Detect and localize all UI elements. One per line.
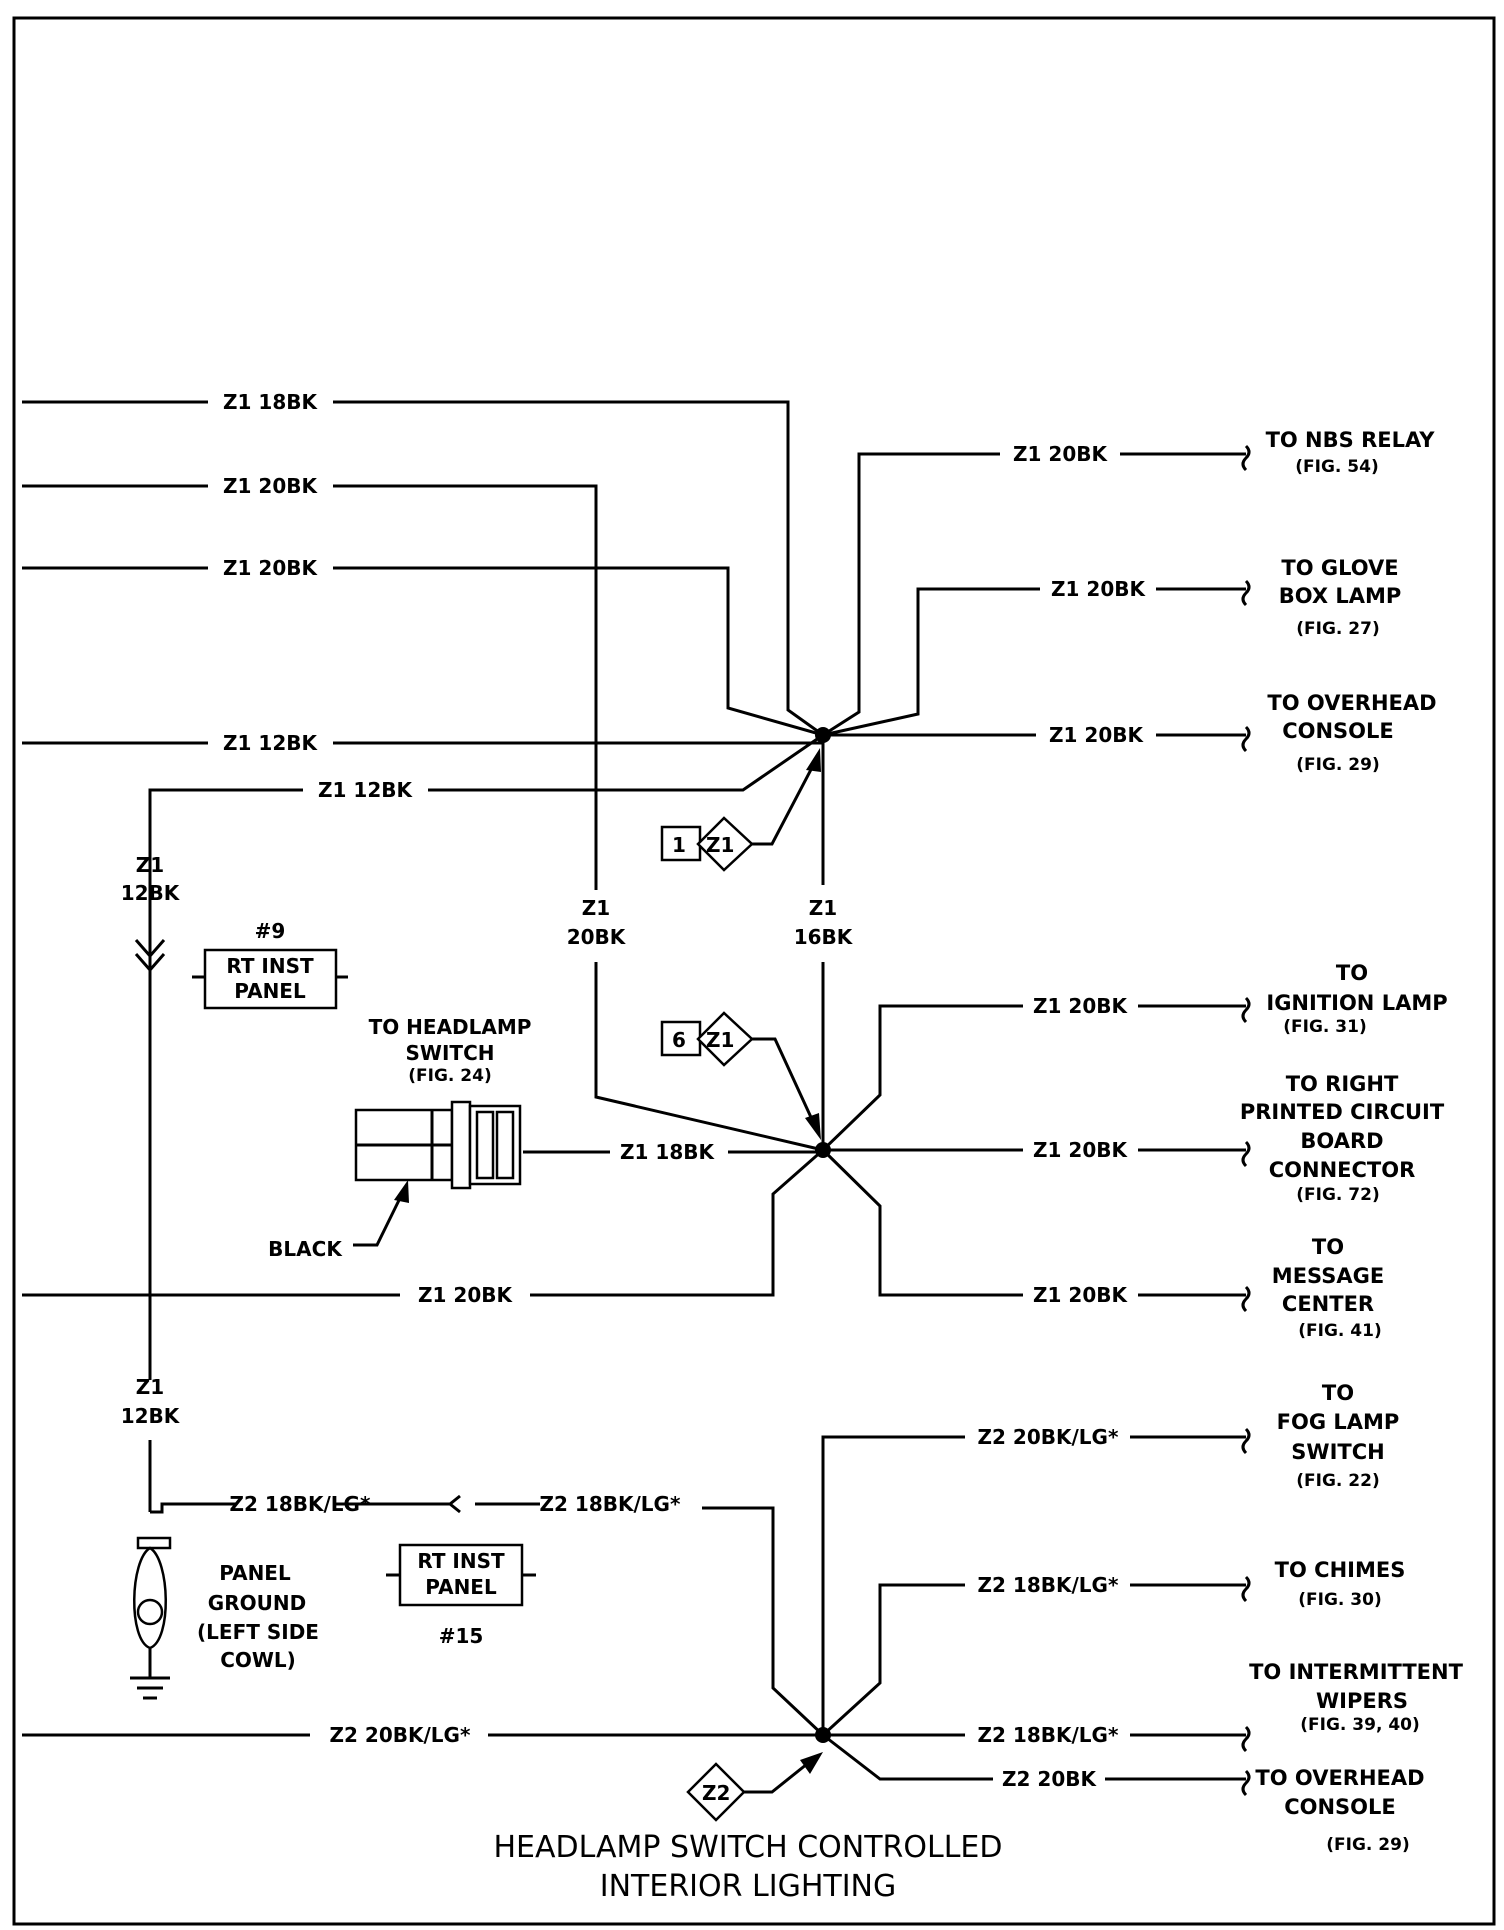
- wire-label-z2-18bk-lg-ground: Z2 18BK/LG*: [230, 1492, 371, 1516]
- diagram-title-line2: INTERIOR LIGHTING: [600, 1869, 896, 1904]
- splice-1-wiring: [22, 400, 1246, 1380]
- dest-ignition-1: TO: [1336, 961, 1368, 985]
- wire-label-z1-20bk-pcb: Z1 20BK: [1033, 1138, 1128, 1162]
- wire-label-z1-20bk-overhead: Z1 20BK: [1049, 723, 1144, 747]
- splice-1: [815, 727, 831, 743]
- dest-wipers-3: (FIG. 39, 40): [1300, 1715, 1420, 1735]
- wire-label-12bk-lower-left: 12BK: [121, 1404, 181, 1428]
- splice-ref-z2: Z2: [686, 1752, 823, 1822]
- dest-overhead-1-1: TO OVERHEAD: [1267, 691, 1436, 715]
- splice-ref-z2-code: Z2: [702, 1781, 730, 1805]
- connector-15-line2: PANEL: [425, 1575, 497, 1599]
- dest-fog-4: (FIG. 22): [1296, 1471, 1379, 1491]
- panel-ground-symbol: [130, 1494, 540, 1700]
- destination-braces: [1241, 444, 1251, 1797]
- wire-label-z2-20bk-overhead: Z2 20BK: [1002, 1767, 1097, 1791]
- diagram-border: [12, 16, 1496, 1926]
- dest-message-1: TO: [1312, 1235, 1344, 1259]
- wire-label-z1-20bk-ignition: Z1 20BK: [1033, 994, 1128, 1018]
- wire-label-z2-18bk-lg-chimes: Z2 18BK/LG*: [978, 1573, 1119, 1597]
- dest-pcb-2: PRINTED CIRCUIT: [1240, 1100, 1445, 1124]
- wire-label-16bk-splice-vertical: 16BK: [794, 925, 854, 949]
- dest-overhead-2-3: (FIG. 29): [1326, 1835, 1409, 1855]
- dest-message-4: (FIG. 41): [1298, 1321, 1381, 1341]
- connector-15: [386, 1543, 536, 1607]
- ground-label-1: PANEL: [219, 1561, 291, 1585]
- black-label: BLACK: [268, 1237, 343, 1261]
- wire-label-z2-18bk-lg-mid: Z2 18BK/LG*: [540, 1492, 681, 1516]
- headlamp-switch-line2: SWITCH: [406, 1041, 495, 1065]
- splice-ref-1: 1 Z1: [660, 748, 821, 872]
- splice-ref-1-num: 1: [672, 833, 686, 857]
- dest-glove-box-1: TO GLOVE: [1281, 556, 1398, 580]
- splice-ref-6: 6 Z1: [660, 1011, 821, 1140]
- wire-label-z1-18bk-top: Z1 18BK: [223, 390, 318, 414]
- dest-wipers-1: TO INTERMITTENT: [1249, 1660, 1463, 1684]
- ground-label-4: COWL): [220, 1648, 296, 1672]
- dest-message-3: CENTER: [1282, 1292, 1374, 1316]
- dest-pcb-3: BOARD: [1300, 1129, 1383, 1153]
- connector-9-line1: RT INST: [226, 954, 314, 978]
- connector-9-line2: PANEL: [234, 979, 306, 1003]
- headlamp-switch-line1: TO HEADLAMP: [369, 1015, 532, 1039]
- dest-chimes-1: TO CHIMES: [1275, 1558, 1406, 1582]
- splice-ref-6-num: 6: [672, 1028, 686, 1052]
- splice-ref-6-code: Z1: [706, 1028, 734, 1052]
- wire-label-z1-20bk-left-bottom: Z1 20BK: [418, 1283, 513, 1307]
- wire-label-z1-20bk-glove: Z1 20BK: [1051, 577, 1146, 601]
- dest-fog-1: TO: [1322, 1381, 1354, 1405]
- dest-pcb-4: CONNECTOR: [1269, 1158, 1416, 1182]
- diagram-title-line1: HEADLAMP SWITCH CONTROLLED: [493, 1830, 1002, 1865]
- wire-label-12bk-left-vertical: 12BK: [121, 881, 181, 905]
- connector-9-number: #9: [255, 919, 286, 943]
- splice-ref-1-code: Z1: [706, 833, 734, 857]
- wire-label-z1-left-vertical: Z1: [136, 853, 164, 877]
- wire-label-z1-20bk-b: Z1 20BK: [223, 556, 318, 580]
- dest-overhead-2-2: CONSOLE: [1284, 1795, 1396, 1819]
- dest-overhead-2-1: TO OVERHEAD: [1255, 1766, 1424, 1790]
- dest-fog-2: FOG LAMP: [1277, 1410, 1400, 1434]
- wire-label-z1-mid-vertical: Z1: [582, 896, 610, 920]
- dest-glove-box-3: (FIG. 27): [1296, 619, 1379, 639]
- wire-label-z1-12bk-a: Z1 12BK: [223, 731, 318, 755]
- wire-label-z1-18bk-headlamp: Z1 18BK: [620, 1140, 715, 1164]
- headlamp-switch-line3: (FIG. 24): [408, 1066, 491, 1086]
- dest-glove-box-2: BOX LAMP: [1279, 584, 1402, 608]
- dest-ignition-2: IGNITION LAMP: [1266, 991, 1447, 1015]
- wire-label-z1-20bk-nbs: Z1 20BK: [1013, 442, 1108, 466]
- wire-label-20bk-mid-vertical: 20BK: [567, 925, 627, 949]
- headlamp-switch-connector: [353, 1100, 522, 1247]
- splice-3-wiring: [22, 1435, 1246, 1781]
- wire-label-z1-20bk-a: Z1 20BK: [223, 474, 318, 498]
- connector-15-line1: RT INST: [417, 1549, 505, 1573]
- wire-label-z2-20bk-lg-left: Z2 20BK/LG*: [330, 1723, 471, 1747]
- splice-2-wiring: [22, 962, 1246, 1297]
- dest-overhead-1-2: CONSOLE: [1282, 719, 1394, 743]
- dest-nbs-relay-1: TO NBS RELAY: [1266, 428, 1436, 452]
- wire-label-z1-12bk-b: Z1 12BK: [318, 778, 413, 802]
- dest-pcb-5: (FIG. 72): [1296, 1185, 1379, 1205]
- wire-label-z2-18bk-lg-wipers: Z2 18BK/LG*: [978, 1723, 1119, 1747]
- bus-12bk: [134, 790, 348, 1512]
- wire-label-z1-lower-left: Z1: [136, 1375, 164, 1399]
- dest-nbs-relay-2: (FIG. 54): [1295, 457, 1378, 477]
- dest-chimes-2: (FIG. 30): [1298, 1590, 1381, 1610]
- wire-label-z1-splice-vertical: Z1: [809, 896, 837, 920]
- wire-label-z2-20bk-lg-fog: Z2 20BK/LG*: [978, 1425, 1119, 1449]
- dest-fog-3: SWITCH: [1291, 1440, 1384, 1464]
- dest-ignition-3: (FIG. 31): [1283, 1017, 1366, 1037]
- ground-label-2: GROUND: [208, 1591, 306, 1615]
- dest-wipers-2: WIPERS: [1316, 1689, 1408, 1713]
- splice-2: [815, 1142, 831, 1158]
- dest-overhead-1-3: (FIG. 29): [1296, 755, 1379, 775]
- connector-15-number: #15: [439, 1624, 484, 1648]
- ground-label-3: (LEFT SIDE: [197, 1620, 319, 1644]
- wire-label-z1-20bk-message: Z1 20BK: [1033, 1283, 1128, 1307]
- dest-message-2: MESSAGE: [1272, 1264, 1384, 1288]
- splice-3: [815, 1727, 831, 1743]
- dest-pcb-1: TO RIGHT: [1286, 1072, 1399, 1096]
